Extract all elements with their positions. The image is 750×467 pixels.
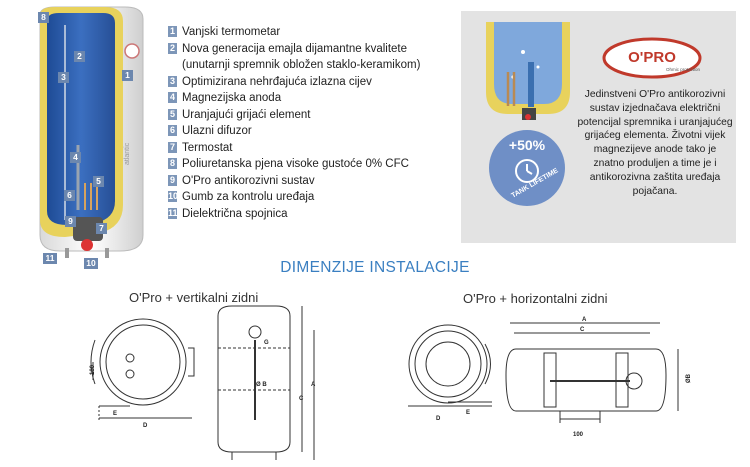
opro-description: Jedinstveni O'Pro antikorozivni sustav i…: [577, 89, 733, 197]
horizontal-side-drawing: D E: [408, 324, 492, 422]
water-heater-cutaway: atlantic: [39, 6, 144, 258]
callout-9: 9: [65, 216, 76, 227]
clock-icon: [515, 159, 539, 183]
callout-10: 10: [84, 258, 98, 269]
callout-4: 4: [70, 152, 81, 163]
opro-logo-text: O'PRO: [628, 49, 676, 66]
callout-11: 11: [43, 253, 57, 264]
heater-brand-text: atlantic: [124, 142, 131, 165]
dim-label-h-d: D: [436, 416, 441, 422]
horizontal-mount-title: O'Pro + horizontalni zidni: [463, 291, 608, 306]
control-knob-icon: [81, 239, 93, 251]
opro-logo: O'PRO Ohmic protection: [602, 37, 702, 79]
dim-label-c: C: [299, 396, 304, 402]
tank-detail-image: [478, 22, 578, 122]
dim-label-h-e: E: [466, 410, 470, 416]
dim-label-h-100: 100: [573, 432, 584, 438]
opro-logo-subtext: Ohmic protection: [666, 67, 701, 72]
badge-percent: +50%: [508, 137, 546, 153]
dim-label-e: E: [113, 411, 117, 417]
callout-2: 2: [74, 51, 85, 62]
callout-3: 3: [58, 72, 69, 83]
callout-6: 6: [64, 190, 75, 201]
dim-label-h-a: A: [582, 317, 587, 323]
dim-label-g: G: [264, 340, 269, 346]
vertical-front-drawing: G Ø B C A: [217, 305, 316, 460]
thermometer-icon: [124, 43, 140, 59]
installation-dimensions-title: DIMENZIJE INSTALACIJE: [280, 259, 470, 276]
vertical-mount-title: O'Pro + vertikalni zidni: [129, 290, 259, 305]
dim-label-b: Ø B: [256, 382, 267, 388]
dim-label-100: 100: [90, 364, 96, 375]
dim-label-h-b: ØB: [686, 373, 692, 383]
horizontal-front-drawing: A C ØB 100: [505, 317, 692, 438]
callout-7: 7: [96, 223, 107, 234]
dim-label-a: A: [311, 382, 316, 388]
vertical-side-drawing: 100 E D: [90, 318, 195, 429]
dim-label-h-c: C: [580, 327, 585, 333]
callout-8: 8: [38, 12, 49, 23]
callout-5: 5: [93, 176, 104, 187]
dim-label-d: D: [143, 423, 148, 429]
callout-1: 1: [122, 70, 133, 81]
tank-lifetime-badge: [489, 130, 565, 206]
